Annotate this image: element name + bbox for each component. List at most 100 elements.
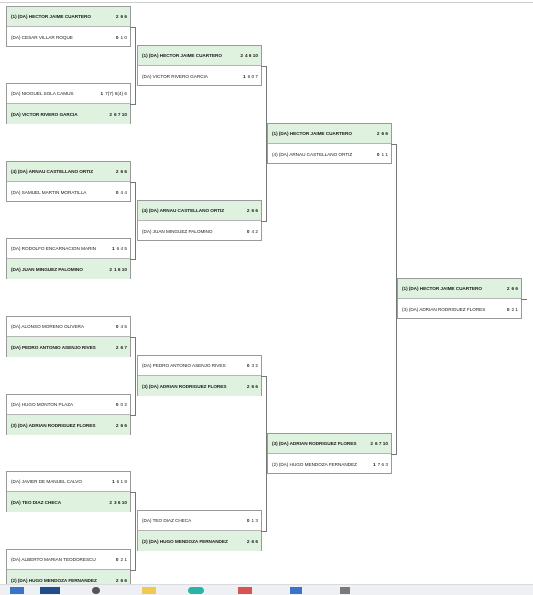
games-score: 6 1 8 (116, 479, 127, 484)
player-name: (4) (DA) ARNAU CASTELLANO ORTIZ (272, 151, 353, 157)
player-name: (1) (DA) HECTOR JAIME CUARTERO (142, 53, 222, 58)
games-score: 7 6 3 (377, 461, 388, 467)
games-score: 6 6 (511, 286, 518, 291)
edge-browser-icon[interactable] (188, 587, 204, 594)
sets-won: 0 (246, 228, 250, 234)
sets-won: 0 (506, 306, 510, 312)
sets-won: 2 (376, 131, 380, 136)
bracket-connector (391, 143, 397, 455)
bracket-connector (130, 336, 136, 416)
sets-won: 1 (100, 91, 104, 96)
games-score: 1 1 (381, 151, 388, 157)
games-score: 6 6 (251, 208, 258, 213)
games-score: 6 7 (120, 344, 127, 350)
games-score: 7(7) 6(4) 6 (105, 91, 127, 96)
search-icon[interactable] (10, 587, 24, 594)
sets-won: 2 (115, 14, 119, 19)
games-score: 6 6 (251, 538, 258, 544)
player-name: (1) (DA) HECTOR JAIME CUARTERO (402, 286, 482, 291)
sets-won: 0 (115, 402, 119, 407)
sets-won: 2 (506, 286, 510, 291)
player-name: (1) (DA) HECTOR JAIME CUARTERO (272, 131, 352, 136)
person-icon[interactable] (92, 587, 100, 594)
player-name: (2) (DA) HUGO MENDOZA FERNANDEZ (272, 461, 357, 467)
games-score: 6 6 (381, 131, 388, 136)
sets-won: 0 (115, 557, 119, 562)
sets-won: 1 (111, 479, 115, 484)
sets-won: 2 (246, 383, 250, 389)
player-name: (DA) PEDRO ANTONIO ASENJO RIVES (142, 363, 226, 368)
store-icon[interactable] (340, 587, 350, 594)
folder-icon[interactable] (142, 587, 156, 594)
calendar-icon[interactable] (238, 587, 252, 594)
games-score: 6 6 (120, 169, 127, 174)
mail-icon[interactable] (290, 587, 302, 594)
file-explorer-icon[interactable] (40, 587, 60, 594)
games-score: 6 6 (120, 422, 127, 428)
sets-won: 2 (246, 208, 250, 213)
player-name: (3) (DA) ADRIAN RODRIGUEZ FLORES (402, 306, 486, 312)
sets-won: 1 (372, 461, 376, 467)
champion-line (521, 298, 527, 300)
player-name: (DA) ALONSO MORENO OLIVERA (11, 324, 84, 329)
sets-won: 2 (115, 169, 119, 174)
games-score: 3 6 10 (113, 499, 127, 505)
sets-won: 1 (242, 73, 246, 79)
player-name: (2) (DA) HUGO MENDOZA FERNANDEZ (11, 577, 97, 583)
player-name: (4) (DA) ARNAU CASTELLANO ORTIZ (11, 169, 94, 174)
games-score: 1 0 (120, 34, 127, 40)
bracket-connector (130, 26, 136, 105)
sets-won: 0 (246, 363, 250, 368)
player-name: (DA) TEO DIAZ CHECA (11, 499, 62, 505)
games-score: 4 6 10 (244, 53, 258, 58)
sets-won: 2 (370, 441, 373, 446)
